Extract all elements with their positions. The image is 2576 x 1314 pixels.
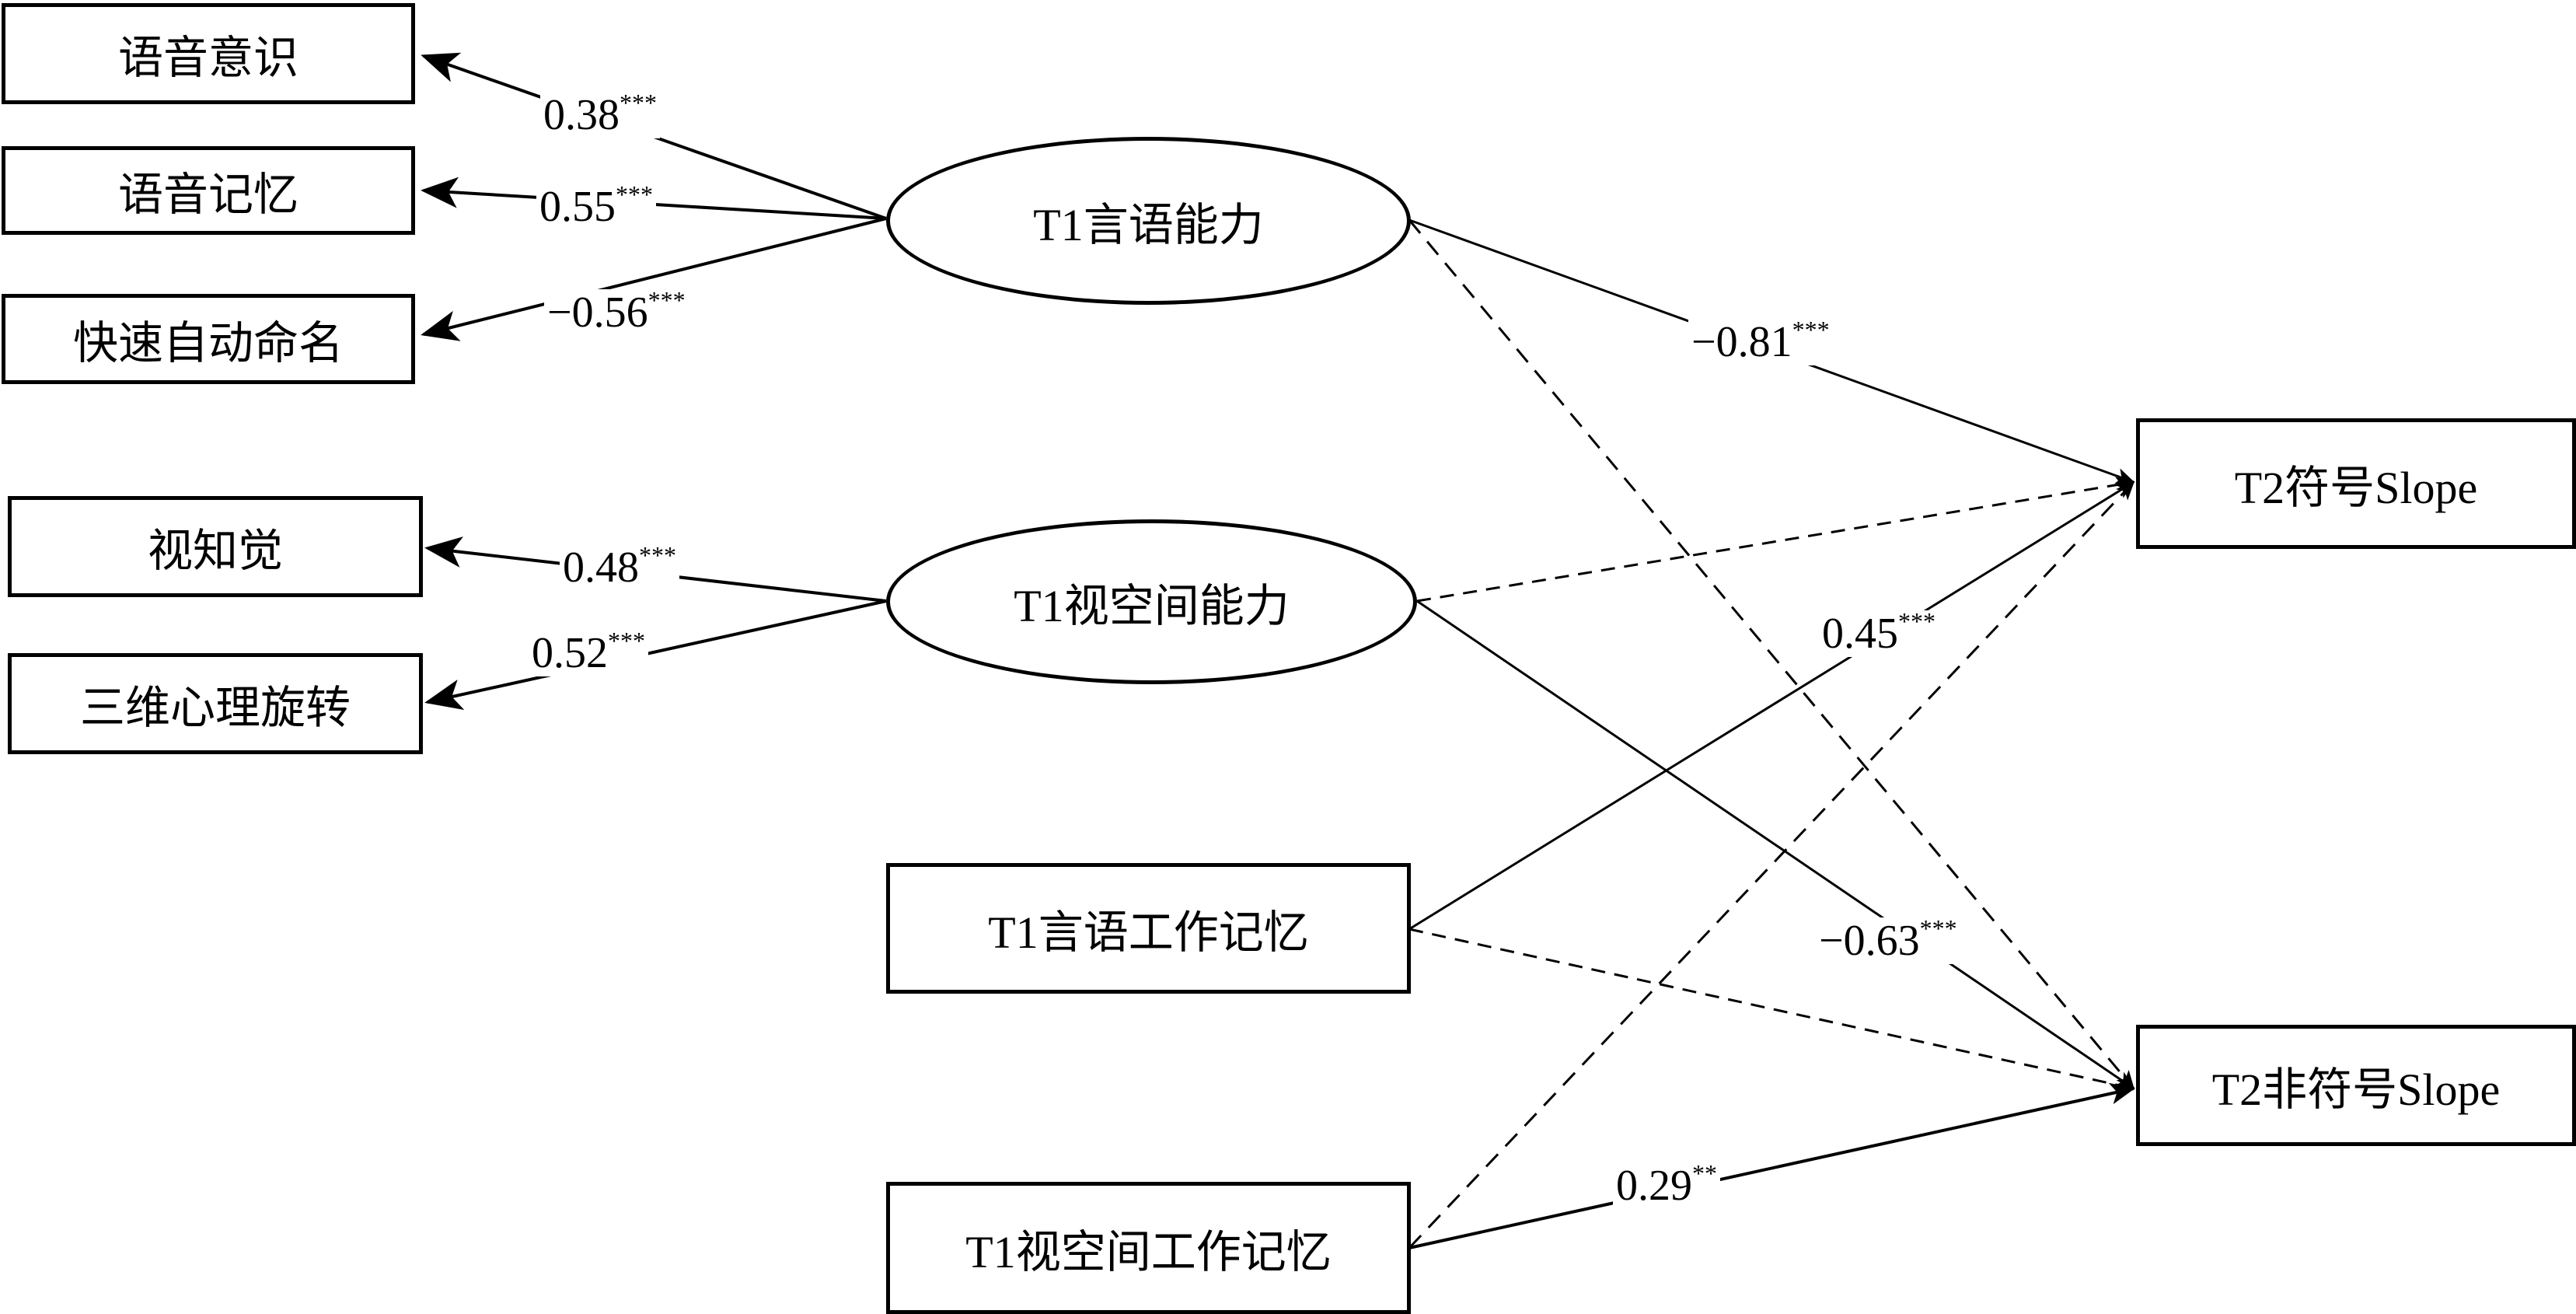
indicator-label: 快速自动命名 xyxy=(72,318,344,369)
predictor-verbal-wm: T1言语工作记忆 xyxy=(886,863,1411,994)
predictor-visuospatial-wm: T1视空间工作记忆 xyxy=(886,1182,1411,1314)
latent-visuospatial-ability: T1视空间能力 xyxy=(886,519,1417,684)
path-visuospatial-wm-to-nonsymbolic xyxy=(1408,1082,2135,1249)
indicator-mental-rotation: 三维心理旋转 xyxy=(8,653,423,754)
latent-verbal-ability: T1言语能力 xyxy=(886,137,1411,305)
coef-visual-perception: 0.48*** xyxy=(560,543,679,591)
coef-phon-memory: 0.55*** xyxy=(536,182,656,230)
indicator-phon-memory: 语音记忆 xyxy=(2,146,415,235)
latent-label: T1视空间能力 xyxy=(1014,581,1290,631)
path-visuospatial-to-nonsymbolic xyxy=(1416,599,2135,1090)
predictor-label: T1言语工作记忆 xyxy=(988,907,1309,958)
path-visuospatial-wm-to-symbolic xyxy=(1408,481,2135,1249)
path-verbal-to-nonsymbolic xyxy=(1408,219,2135,1090)
indicator-label: 三维心理旋转 xyxy=(79,683,351,733)
path-verbal-wm-to-nonsymbolic xyxy=(1408,928,2135,1093)
coef-verbal-to-symbolic: −0.81*** xyxy=(1688,317,1833,365)
coef-verbal-wm-to-symbolic: 0.45*** xyxy=(1819,609,1939,657)
coef-phon-awareness: 0.38*** xyxy=(540,90,660,138)
coef-ran: −0.56*** xyxy=(544,288,689,336)
indicator-phon-awareness: 语音意识 xyxy=(2,3,415,104)
indicator-label: 语音意识 xyxy=(117,33,298,83)
indicator-ran: 快速自动命名 xyxy=(2,294,415,384)
indicator-visual-perception: 视知觉 xyxy=(8,496,423,597)
latent-label: T1言语能力 xyxy=(1033,200,1264,250)
loading-arrow-ran xyxy=(421,217,887,341)
indicator-label: 语音记忆 xyxy=(117,169,298,220)
coef-visuospatial-wm-to-nonsymbolic: 0.29** xyxy=(1613,1161,1720,1209)
outcome-label: T2非符号Slope xyxy=(2211,1064,2501,1115)
indicator-label: 视知觉 xyxy=(147,526,283,576)
predictor-label: T1视空间工作记忆 xyxy=(965,1227,1332,1277)
coef-mental-rotation: 0.52*** xyxy=(529,628,648,676)
path-visuospatial-to-symbolic xyxy=(1416,477,2135,603)
outcome-symbolic-slope: T2符号Slope xyxy=(2136,418,2576,549)
outcome-nonsymbolic-slope: T2非符号Slope xyxy=(2136,1025,2576,1146)
outcome-label: T2符号Slope xyxy=(2234,463,2478,513)
coef-visuospatial-to-nonsymbolic: −0.63*** xyxy=(1816,916,1960,964)
loading-arrow-mental-rotation xyxy=(424,599,887,711)
path-verbal-wm-to-symbolic xyxy=(1408,481,2135,931)
